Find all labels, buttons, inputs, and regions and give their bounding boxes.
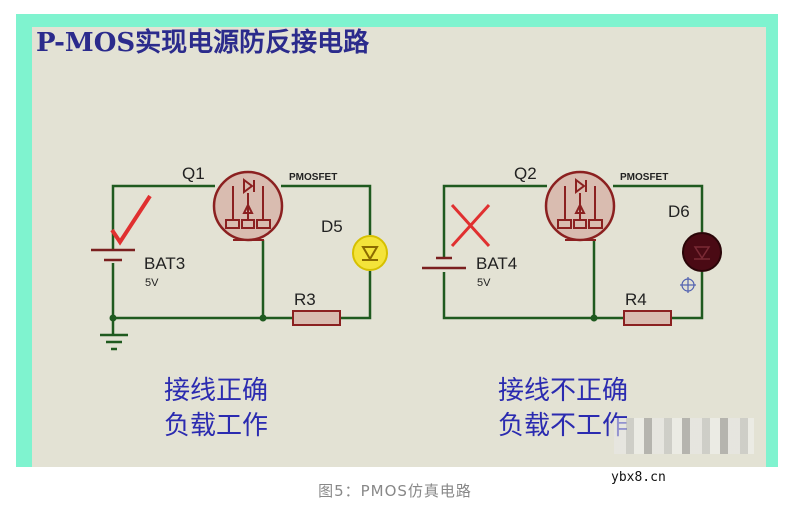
led-off-icon xyxy=(682,232,722,272)
battery-label-left: BAT3 xyxy=(144,254,186,273)
status-line: 接线正确 xyxy=(164,376,269,406)
figure-frame xyxy=(16,14,778,467)
junction-dot xyxy=(109,314,117,322)
pmosfet-icon xyxy=(212,170,284,242)
battery-label-right: BAT4 xyxy=(476,254,518,273)
battery-icon xyxy=(422,256,466,270)
schematic-panel xyxy=(32,27,766,467)
status-left: 接线正确 负载工作 xyxy=(164,374,268,444)
battery-voltage-left: 5V xyxy=(145,277,159,289)
diagram-title: P-MOS实现电源防反接电路 xyxy=(36,28,370,58)
resistor-label-right: R4 xyxy=(625,290,647,309)
battery-icon xyxy=(91,248,135,262)
transistor-label-left: Q1 xyxy=(182,164,205,183)
ground-icon xyxy=(100,333,128,351)
watermark-text: ybx8.cn xyxy=(611,470,666,485)
crosshair-icon xyxy=(680,277,696,293)
transistor-type-left: PMOSFET xyxy=(289,172,338,183)
circuit-right xyxy=(422,170,722,326)
diode-label-left: D5 xyxy=(321,217,343,236)
transistor-type-right: PMOSFET xyxy=(620,172,669,183)
resistor-icon xyxy=(292,310,341,326)
pixelated-watermark xyxy=(614,418,754,454)
junction-dot xyxy=(259,314,267,322)
circuit-left xyxy=(91,170,388,351)
diode-label-right: D6 xyxy=(668,202,690,221)
resistor-icon xyxy=(623,310,672,326)
wires-right xyxy=(442,184,704,320)
status-line: 负载不工作 xyxy=(498,411,629,441)
status-right: 接线不正确 负载不工作 xyxy=(498,374,628,444)
transistor-label-right: Q2 xyxy=(514,164,537,183)
figure-caption: 图5：PMOS仿真电路 xyxy=(318,482,472,500)
pmosfet-icon xyxy=(544,170,616,242)
led-on-icon xyxy=(352,235,388,271)
status-line: 负载工作 xyxy=(164,411,269,441)
junction-dot xyxy=(590,314,598,322)
battery-voltage-right: 5V xyxy=(477,277,491,289)
check-icon xyxy=(110,194,152,246)
status-line: 接线不正确 xyxy=(498,376,629,406)
cross-icon xyxy=(450,203,491,248)
resistor-label-left: R3 xyxy=(294,290,316,309)
